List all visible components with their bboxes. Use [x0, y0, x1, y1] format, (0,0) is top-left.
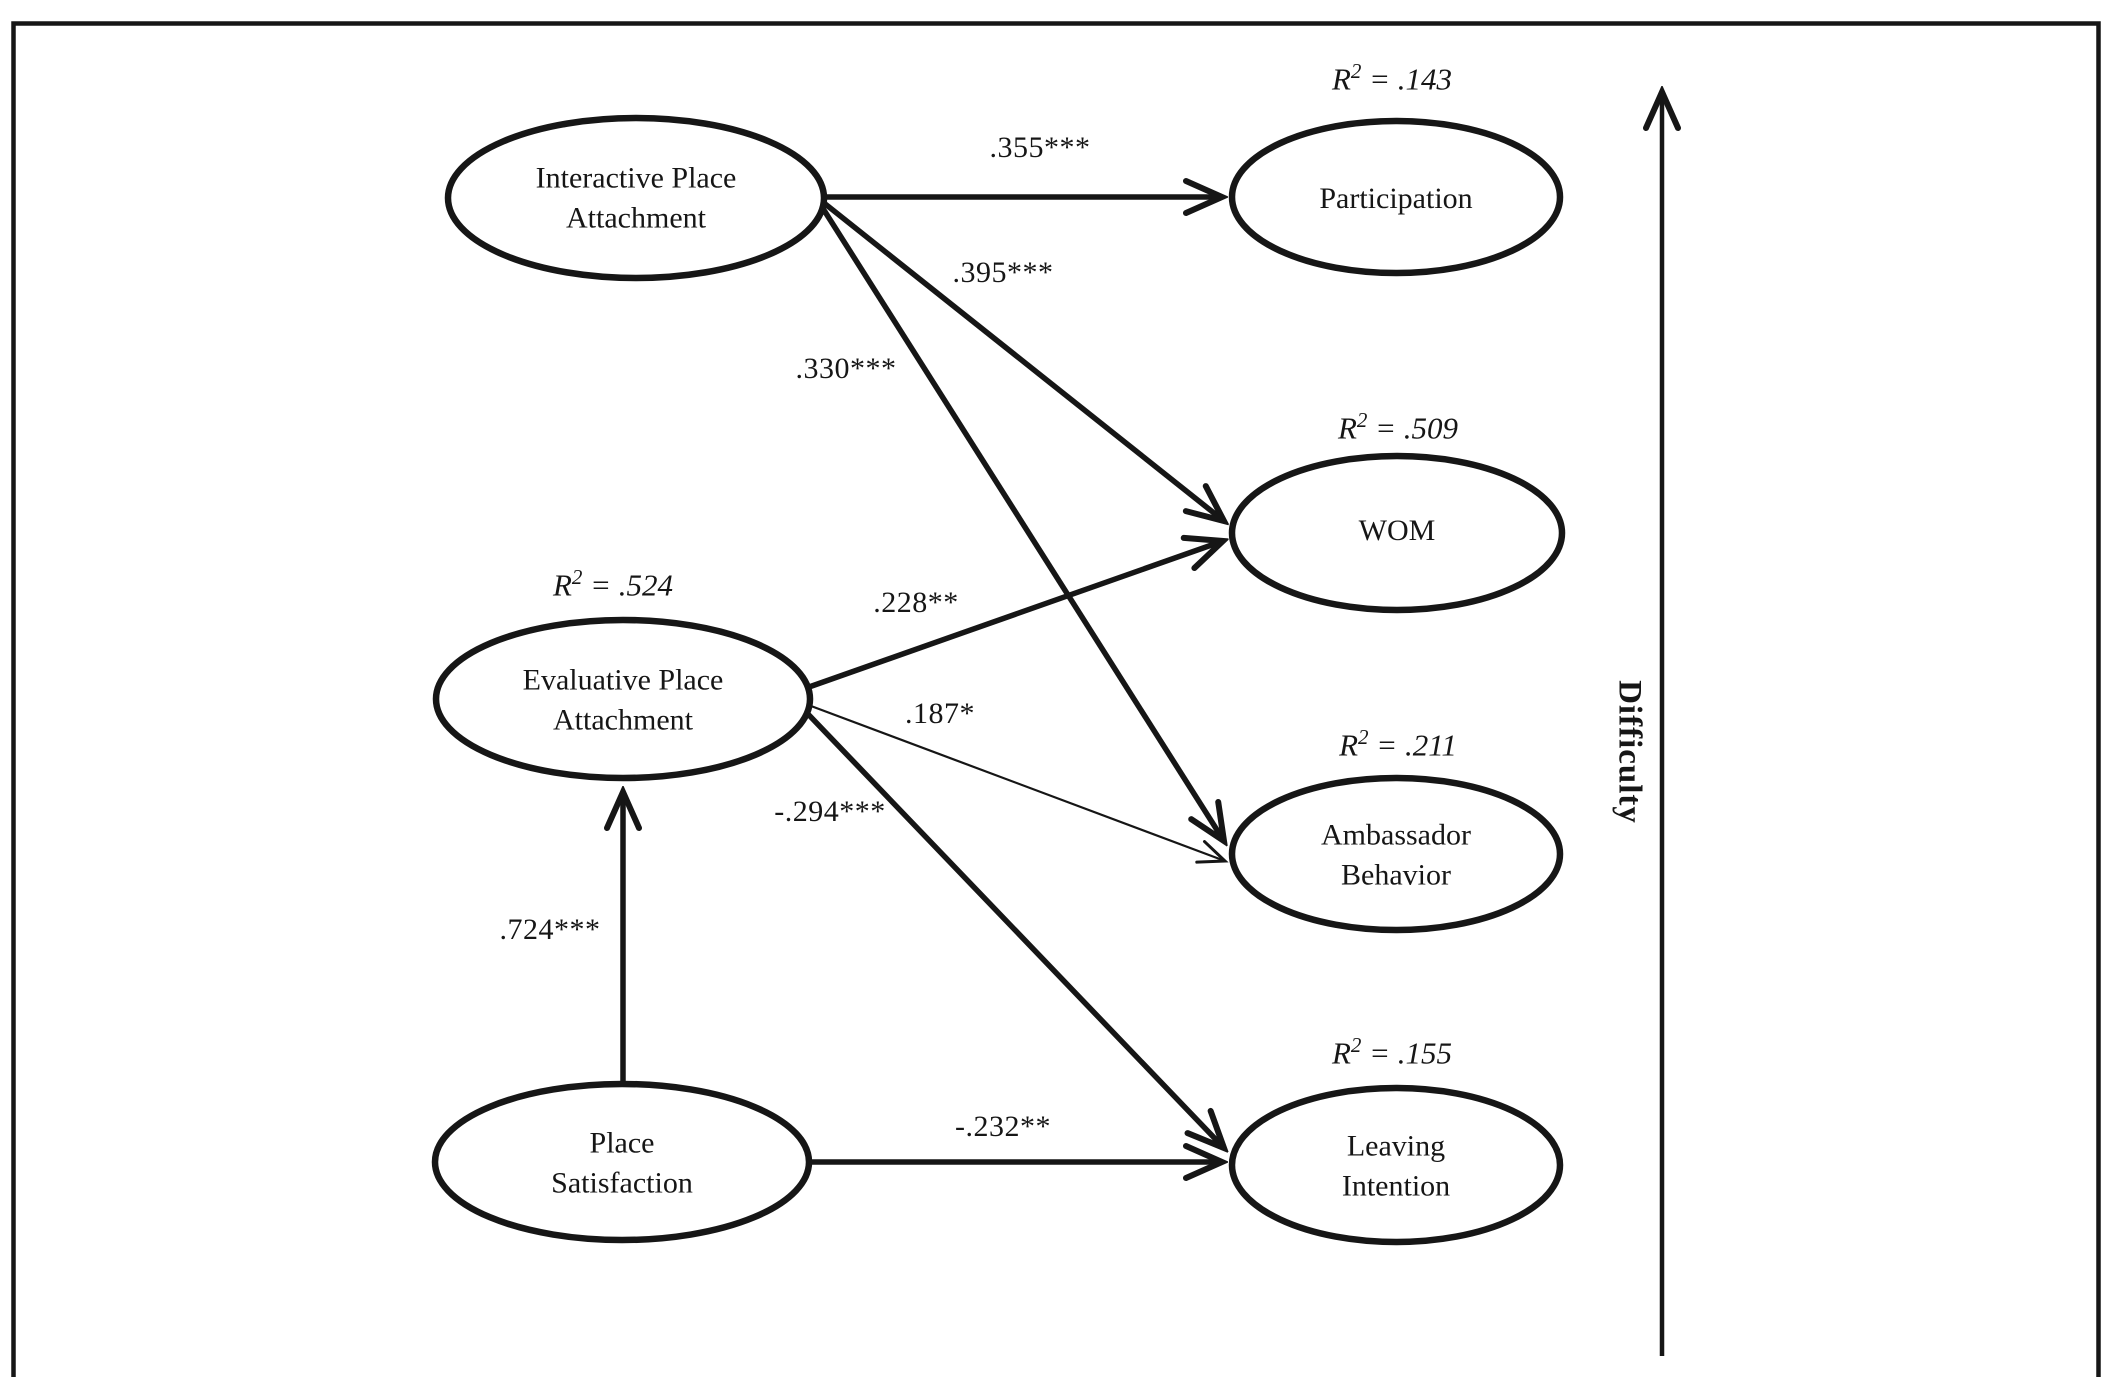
node-label-ambassador-behavior: Ambassador Behavior — [1321, 818, 1471, 891]
coef-ps-epa: .724*** — [499, 913, 601, 947]
arrow-epa-to-wom — [808, 541, 1223, 690]
node-label-participation: Participation — [1319, 182, 1473, 216]
r2-value: = .143 — [1361, 61, 1453, 97]
node-label-wom: WOM — [1358, 514, 1436, 548]
node-label-interactive-place-attachment: Interactive Place Attachment — [535, 161, 737, 234]
r2-participation: R2 = .143 — [1332, 60, 1452, 101]
r2-exponent: 2 — [571, 565, 583, 590]
r2-exponent: 2 — [1358, 725, 1369, 750]
coef-ps-leaving: -.232** — [955, 1110, 1051, 1144]
r2-leaving-intention: R2 = .155 — [1332, 1034, 1452, 1075]
coef-ipa-ambassador: .330*** — [795, 352, 897, 386]
r2-symbol: R — [1337, 410, 1357, 446]
coef-ipa-participation: .355*** — [989, 131, 1091, 165]
ellipse-participation — [1228, 117, 1564, 277]
difficulty-axis-label: Difficulty — [1611, 680, 1648, 824]
coef-epa-leaving: -.294*** — [774, 795, 886, 829]
ellipse-interactive-place-attachment — [444, 114, 828, 282]
ellipse-place-satisfaction — [431, 1080, 813, 1244]
ellipse-leaving-intention — [1228, 1084, 1564, 1246]
r2-value: = .509 — [1367, 410, 1459, 446]
node-label-leaving-intention: Leaving Intention — [1341, 1129, 1451, 1202]
r2-evaluative-place-attachment: R2 = .524 — [553, 566, 673, 607]
r2-ambassador-behavior: R2 = .211 — [1339, 726, 1457, 767]
node-label-place-satisfaction: Place Satisfaction — [551, 1126, 693, 1199]
coef-epa-ambassador: .187* — [905, 697, 975, 731]
r2-symbol: R — [1331, 1035, 1351, 1071]
r2-value: = .211 — [1368, 727, 1457, 763]
r2-exponent: 2 — [1350, 1033, 1362, 1058]
r2-value: = .524 — [582, 567, 674, 603]
node-label-evaluative-place-attachment: Evaluative Place Attachment — [522, 663, 724, 736]
r2-value: = .155 — [1361, 1035, 1453, 1071]
r2-exponent: 2 — [1350, 59, 1362, 84]
ellipse-ambassador-behavior — [1228, 774, 1564, 934]
figure-border — [11, 21, 2101, 1377]
coef-ipa-wom: .395*** — [952, 256, 1054, 290]
r2-symbol: R — [1331, 61, 1351, 97]
r2-wom: R2 = .509 — [1338, 409, 1458, 450]
r2-symbol: R — [552, 567, 572, 603]
ellipse-wom — [1228, 452, 1566, 614]
arrow-ipa-to-wom — [822, 200, 1224, 521]
arrow-epa-to-ambassador — [810, 704, 1229, 864]
arrow-ipa-to-ambassador — [819, 205, 1224, 841]
coef-epa-wom: .228** — [873, 586, 959, 620]
r2-symbol: R — [1339, 727, 1359, 763]
arrow-epa-to-leaving — [805, 711, 1224, 1148]
r2-exponent: 2 — [1356, 408, 1368, 433]
ellipse-evaluative-place-attachment — [432, 616, 814, 782]
